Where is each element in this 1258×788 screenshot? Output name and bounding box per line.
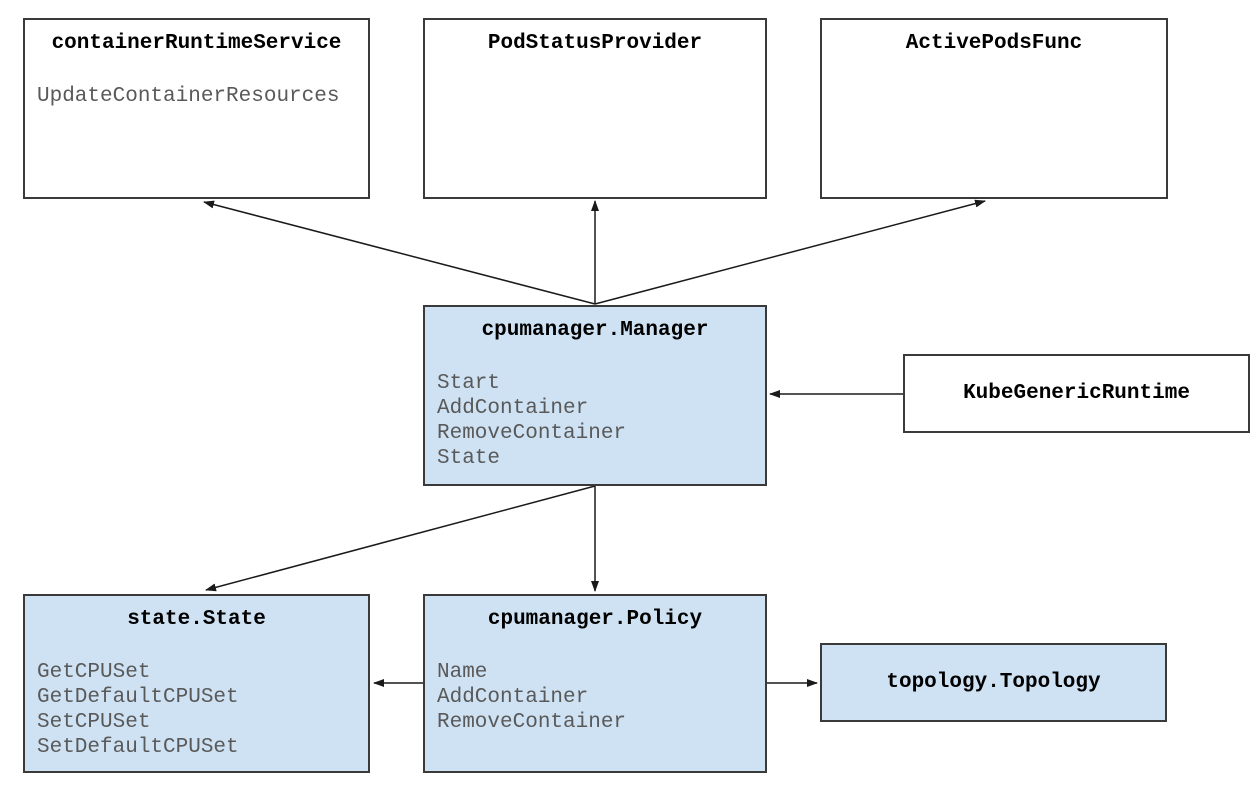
node-cpumanager-policy: cpumanager.Policy Name AddContainer Remo… (423, 594, 767, 773)
node-container-runtime-service: containerRuntimeService UpdateContainerR… (23, 18, 370, 199)
node-topology-topology: topology.Topology (820, 643, 1167, 722)
method: RemoveContainer (437, 711, 627, 734)
method: SetCPUSet (37, 711, 151, 734)
node-kube-generic-runtime: KubeGenericRuntime (903, 354, 1250, 433)
node-title: topology.Topology (886, 671, 1101, 694)
node-title: PodStatusProvider (487, 32, 703, 55)
node-methods: UpdateContainerResources (25, 55, 368, 109)
arrow-manager-to-container-runtime-service (203, 200, 596, 305)
method: Start (437, 372, 501, 395)
method: State (437, 447, 501, 470)
method: SetDefaultCPUSet (37, 736, 239, 759)
node-active-pods-func: ActivePodsFunc (820, 18, 1168, 199)
method: AddContainer (437, 686, 589, 709)
method: GetCPUSet (37, 661, 151, 684)
node-methods: Name AddContainer RemoveContainer (425, 631, 765, 735)
method: RemoveContainer (437, 422, 627, 445)
node-title: cpumanager.Policy (487, 608, 703, 631)
node-title: KubeGenericRuntime (963, 382, 1190, 405)
arrow-manager-to-active-pods-func (594, 199, 986, 305)
node-pod-status-provider: PodStatusProvider (423, 18, 767, 199)
arrow-manager-to-state-state (205, 485, 596, 592)
node-title: ActivePodsFunc (905, 32, 1083, 55)
method: GetDefaultCPUSet (37, 686, 239, 709)
node-methods: Start AddContainer RemoveContainer State (425, 342, 765, 471)
method: AddContainer (437, 397, 589, 420)
node-state-state: state.State GetCPUSet GetDefaultCPUSet S… (23, 594, 370, 773)
method: Name (437, 661, 488, 684)
node-title: containerRuntimeService (51, 32, 342, 55)
node-methods: GetCPUSet GetDefaultCPUSet SetCPUSet Set… (25, 631, 368, 760)
node-cpumanager-manager: cpumanager.Manager Start AddContainer Re… (423, 305, 767, 486)
node-title: cpumanager.Manager (481, 319, 709, 342)
method: UpdateContainerResources (37, 85, 340, 108)
node-title: state.State (127, 608, 266, 631)
